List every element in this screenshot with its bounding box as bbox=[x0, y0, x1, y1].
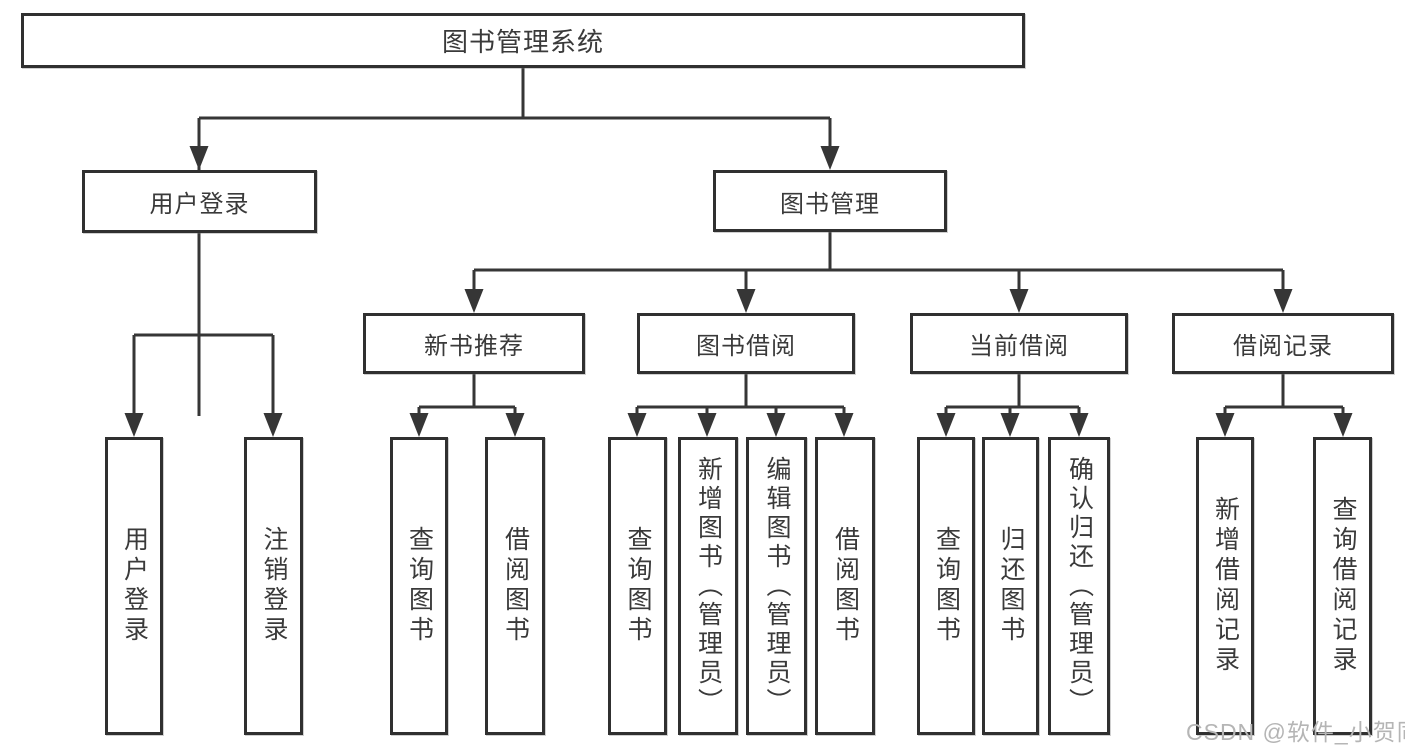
leaf-confirm-return-admin: 确认归还（管理员） bbox=[1048, 437, 1110, 735]
leaf-add-borrow-record: 新增借阅记录 bbox=[1196, 437, 1254, 735]
leaf-logout: 注销登录 bbox=[244, 437, 303, 735]
leaf-query-books-current: 查询图书 bbox=[917, 437, 975, 735]
node-library-management-system: 图书管理系统 bbox=[21, 13, 1025, 68]
node-new-book-recommendation: 新书推荐 bbox=[363, 313, 585, 374]
node-user-login: 用户登录 bbox=[82, 170, 317, 233]
leaf-return-books: 归还图书 bbox=[982, 437, 1039, 735]
csdn-watermark: CSDN @软件_小贺同学 bbox=[1186, 719, 1405, 745]
node-book-borrowing: 图书借阅 bbox=[637, 313, 855, 374]
leaf-edit-books-admin: 编辑图书（管理员） bbox=[746, 437, 807, 735]
node-current-borrowing: 当前借阅 bbox=[910, 313, 1128, 374]
node-book-management: 图书管理 bbox=[713, 170, 947, 232]
leaf-borrow-books-recommend: 借阅图书 bbox=[485, 437, 545, 735]
leaf-borrow-books: 借阅图书 bbox=[815, 437, 875, 735]
leaf-add-books-admin: 新增图书（管理员） bbox=[678, 437, 738, 735]
leaf-query-books-borrow: 查询图书 bbox=[608, 437, 667, 735]
leaf-user-login: 用户登录 bbox=[105, 437, 163, 735]
leaf-query-borrow-record: 查询借阅记录 bbox=[1313, 437, 1372, 735]
node-borrowing-records: 借阅记录 bbox=[1172, 313, 1394, 374]
leaf-query-books-recommend: 查询图书 bbox=[390, 437, 448, 735]
